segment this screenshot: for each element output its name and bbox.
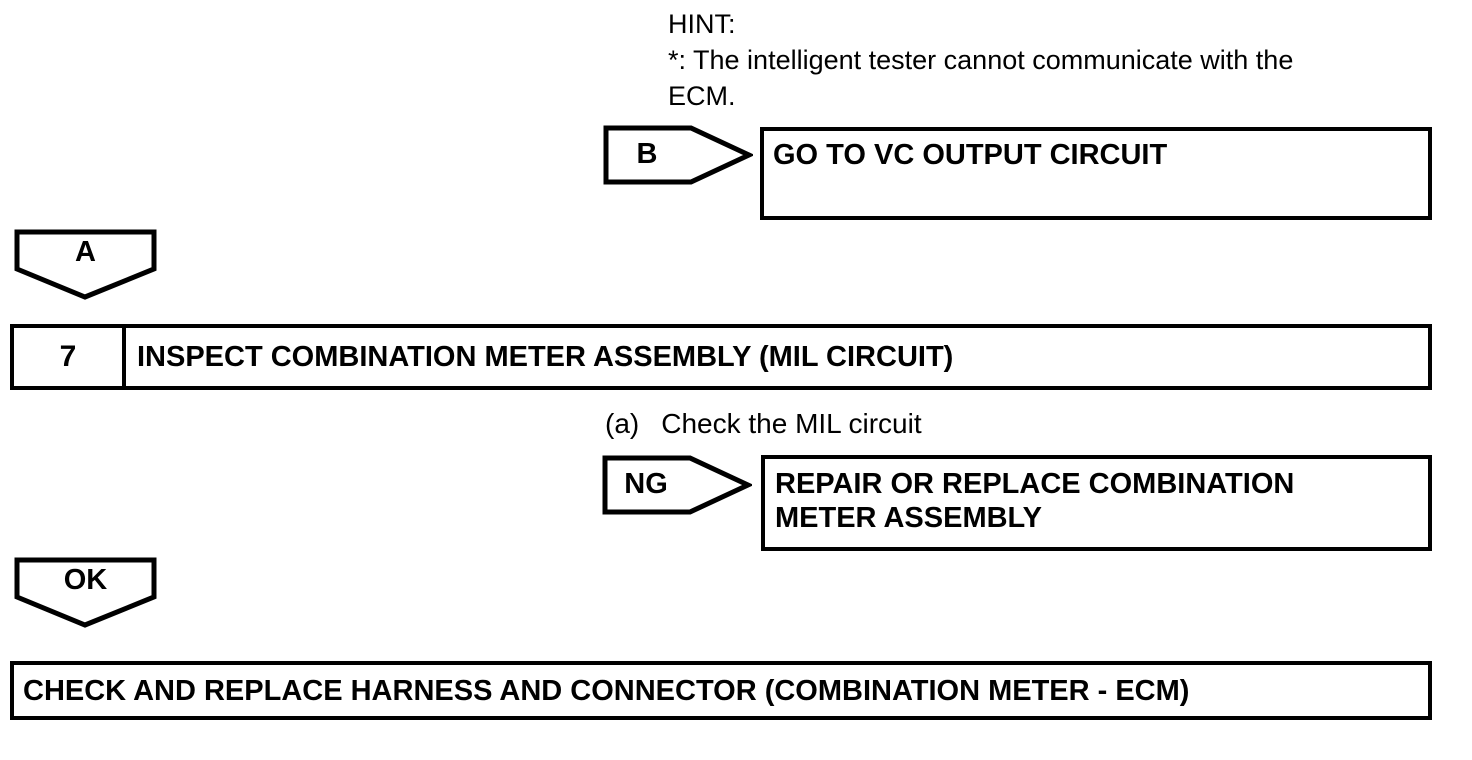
down-pentagon-icon — [14, 557, 157, 628]
hint-block: HINT: *: The intelligent tester cannot c… — [668, 6, 1293, 114]
hint-line-1: *: The intelligent tester cannot communi… — [668, 45, 1294, 75]
action-text: CHECK AND REPLACE HARNESS AND CONNECTOR … — [23, 674, 1190, 707]
action-text-line-2: METER ASSEMBLY — [775, 502, 1042, 534]
action-text: GO TO VC OUTPUT CIRCUIT — [773, 139, 1168, 171]
substep-a: (a) Check the MIL circuit — [605, 408, 922, 440]
step-title: INSPECT COMBINATION METER ASSEMBLY (MIL … — [137, 340, 954, 373]
connector-ok: OK — [14, 557, 157, 629]
substep-text: Check the MIL circuit — [661, 408, 922, 439]
hint-line-2: ECM. — [668, 81, 736, 111]
connector-b-label: B — [636, 138, 658, 170]
connector-ng-label: NG — [624, 468, 668, 500]
connector-ng: NG — [602, 455, 752, 515]
right-arrow-icon — [603, 125, 753, 185]
action-text-line-1: REPAIR OR REPLACE COMBINATION — [775, 468, 1295, 500]
action-box-check-and-replace-harness: CHECK AND REPLACE HARNESS AND CONNECTOR … — [10, 661, 1432, 720]
hint-title: HINT: — [668, 9, 736, 39]
right-arrow-icon — [602, 455, 752, 515]
connector-ok-label: OK — [63, 563, 108, 596]
action-box-repair-or-replace-combination-meter: REPAIR OR REPLACE COMBINATION METER ASSE… — [761, 455, 1432, 551]
action-box-go-to-vc-output-circuit: GO TO VC OUTPUT CIRCUIT — [760, 127, 1432, 220]
connector-a: A — [14, 229, 157, 301]
substep-index: (a) — [605, 408, 640, 439]
step-7-header: 7 INSPECT COMBINATION METER ASSEMBLY (MI… — [10, 324, 1432, 390]
connector-b: B — [603, 125, 753, 185]
down-pentagon-icon — [14, 229, 157, 300]
step-number: 7 — [14, 328, 126, 386]
connector-a-label: A — [75, 235, 96, 268]
